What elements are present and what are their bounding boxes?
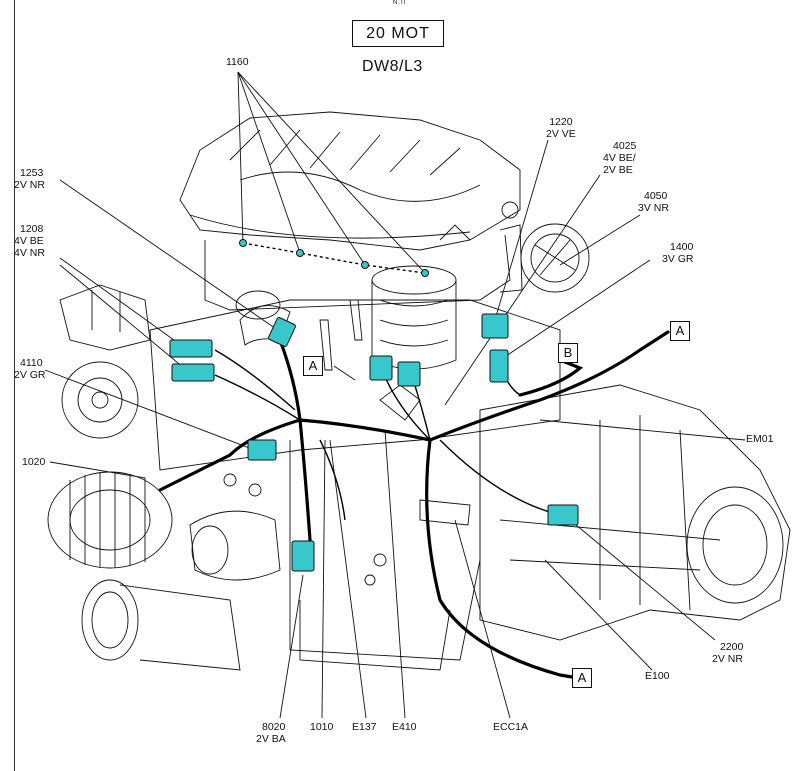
connector-4025-b <box>397 361 421 387</box>
leader-4050 <box>559 214 641 266</box>
label-4025: 4025 4V BE/ 2V BE <box>603 140 637 176</box>
harness-down <box>425 438 574 679</box>
marker-a-bottom: A <box>572 668 592 688</box>
label-8020: 8020 2V BA <box>256 721 286 745</box>
valve-cover <box>179 111 521 251</box>
connector-8020 <box>291 540 315 572</box>
sensor-1160-b <box>296 249 304 257</box>
label-1010: 1010 <box>310 721 334 733</box>
leader-E137 <box>329 439 367 719</box>
engine-block-drawing <box>47 111 791 671</box>
frame-border <box>14 0 15 771</box>
leader-1010 <box>321 439 326 719</box>
leader-1160-d <box>237 71 426 274</box>
label-ECC1A: ECC1A <box>493 721 529 733</box>
leader-lines <box>44 71 746 719</box>
leader-1160-a <box>237 71 244 244</box>
label-1253: 1253 2V NR <box>14 167 45 191</box>
leader-1253 <box>59 179 286 336</box>
leader-E100 <box>544 559 653 671</box>
marker-b: B <box>558 343 578 363</box>
marker-a-top: A <box>670 321 690 341</box>
label-EM01: EM01 <box>746 433 774 445</box>
harness-to-B <box>518 358 584 397</box>
leader-4110 <box>44 369 261 453</box>
intake-ribs <box>239 171 481 202</box>
dotted-sensor-line <box>242 242 426 274</box>
label-1400: 1400 3V GR <box>662 241 694 265</box>
leader-1400 <box>499 259 651 361</box>
harness-left <box>158 418 302 492</box>
diagram-subtitle: DW8/L3 <box>362 58 423 75</box>
harness-branch <box>298 418 312 572</box>
leader-ECC1A <box>454 519 511 719</box>
alternator-body <box>47 471 173 569</box>
label-1160: 1160 <box>226 56 249 68</box>
connector-4110 <box>247 439 277 461</box>
harness-main <box>298 330 670 442</box>
leader-EM01 <box>539 419 746 441</box>
wiring-harness <box>158 330 670 679</box>
connector-2200 <box>547 504 579 526</box>
leader-1208-b <box>59 264 191 374</box>
connector-1208-lower <box>171 363 215 382</box>
filter-ribs <box>379 299 449 347</box>
sensor-1160-c <box>361 261 369 269</box>
marker-a-mid: A <box>303 356 323 376</box>
page-mark: N.II <box>393 0 407 6</box>
connector-1220 <box>481 313 509 339</box>
label-1020: 1020 <box>22 456 46 468</box>
intake-runners <box>229 129 461 176</box>
harness-up <box>278 338 302 422</box>
label-1220: 1220 2V VE <box>546 116 576 140</box>
leader-8020 <box>279 574 304 719</box>
thin-wires <box>214 242 561 521</box>
leader-1160-c <box>237 71 366 266</box>
connector-1208-upper <box>169 339 213 358</box>
label-4050: 4050 3V NR <box>638 190 669 214</box>
oil-pan <box>299 600 451 671</box>
leader-1208-a <box>59 257 186 349</box>
cylinder-head <box>204 234 511 311</box>
label-E100: E100 <box>645 670 670 682</box>
sensor-1160-a <box>239 239 247 247</box>
cover-edge <box>189 214 471 239</box>
filter-top <box>371 265 457 295</box>
leader-1220 <box>491 139 549 331</box>
sensor-1160-d <box>421 269 429 277</box>
leader-1020 <box>49 461 146 479</box>
lower-pulley <box>81 579 139 661</box>
leader-E410 <box>384 429 406 719</box>
pulley-left <box>61 361 139 439</box>
leader-4025 <box>444 174 601 406</box>
label-2200: 2200 2V NR <box>712 641 744 665</box>
leader-1160-b <box>237 71 301 254</box>
label-E137: E137 <box>352 721 377 733</box>
diagram-title: 20 MOT <box>352 20 444 47</box>
label-4110: 4110 2V GR <box>14 357 46 381</box>
gearbox-end <box>686 486 784 604</box>
leader-A-mid <box>333 365 356 381</box>
label-E410: E410 <box>392 721 417 733</box>
starter-motor <box>189 510 281 581</box>
gearbox-housing <box>479 384 791 641</box>
connectors <box>169 239 579 572</box>
connector-1253 <box>268 317 296 347</box>
connector-4025-a <box>369 355 393 381</box>
block-lower <box>289 430 481 661</box>
leader-2200 <box>569 519 716 641</box>
connector-1400 <box>489 349 509 383</box>
label-1208: 1208 4V BE 4V NR <box>14 223 45 259</box>
